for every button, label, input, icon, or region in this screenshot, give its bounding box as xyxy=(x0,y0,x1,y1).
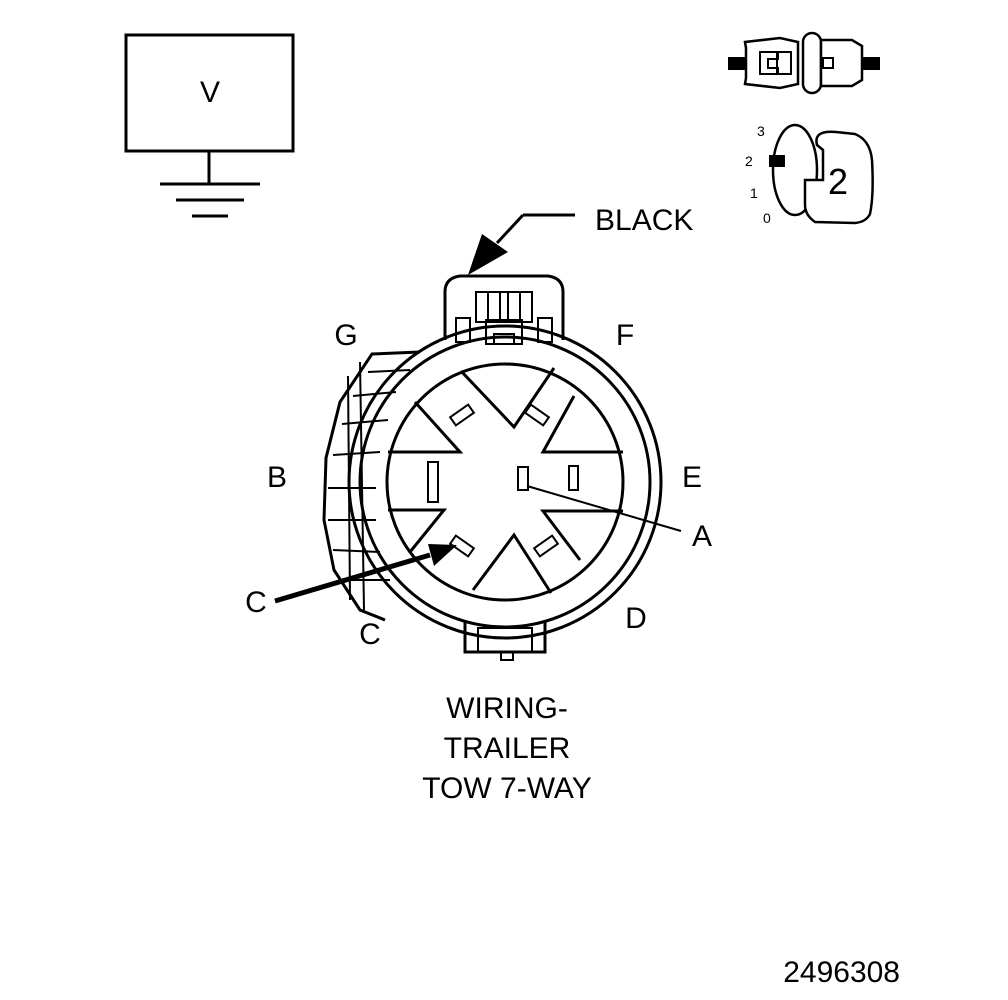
pointer-label-black: BLACK xyxy=(595,204,693,237)
selector-value: 2 xyxy=(828,161,848,202)
terminal-label-b: B xyxy=(267,461,287,494)
probe-label-c: C xyxy=(245,586,267,619)
selector-position-1: 1 xyxy=(750,185,758,201)
leader-line-a xyxy=(526,485,682,532)
connector-face xyxy=(322,274,663,661)
pin-a-socket xyxy=(517,466,529,491)
connector-title: WIRING- TRAILER TOW 7-WAY xyxy=(422,692,591,805)
selector-position-2: 2 xyxy=(745,153,753,169)
black-pointer xyxy=(468,213,575,275)
probe-arrow-c xyxy=(274,544,457,604)
voltmeter-symbol: V xyxy=(124,33,295,218)
ground-icon xyxy=(160,182,260,218)
pin-d-socket xyxy=(532,534,560,558)
title-line-3: TOW 7-WAY xyxy=(422,772,591,805)
terminal-label-d: D xyxy=(625,602,647,635)
terminal-label-g: G xyxy=(334,319,357,352)
connector-middle-ring xyxy=(358,335,652,629)
selector-position-0: 0 xyxy=(763,210,771,226)
terminal-label-e: E xyxy=(682,461,702,494)
terminal-label-f: F xyxy=(616,319,634,352)
title-line-2: TRAILER xyxy=(444,732,571,765)
terminal-label-a: A xyxy=(692,520,712,553)
figure-number: 2496308 xyxy=(783,956,900,989)
connector-inner-ring xyxy=(385,362,625,602)
connector-pair-icon xyxy=(728,31,880,95)
selector-position-3: 3 xyxy=(757,123,765,139)
pin-g-socket xyxy=(448,403,476,427)
title-line-1: WIRING- xyxy=(446,692,568,725)
voltmeter-label: V xyxy=(200,76,220,109)
pin-c-socket xyxy=(448,534,476,558)
connector-top-tab xyxy=(443,274,565,345)
pin-barriers xyxy=(388,367,623,594)
selector-knob-icon: 3 2 1 0 2 xyxy=(745,123,874,226)
pin-b-socket xyxy=(427,461,439,503)
terminal-label-c: C xyxy=(359,618,381,651)
terminal-pins xyxy=(427,403,579,558)
pin-f-socket xyxy=(523,403,551,427)
pin-e-socket xyxy=(568,465,579,491)
connector-outer-ring xyxy=(347,324,663,640)
